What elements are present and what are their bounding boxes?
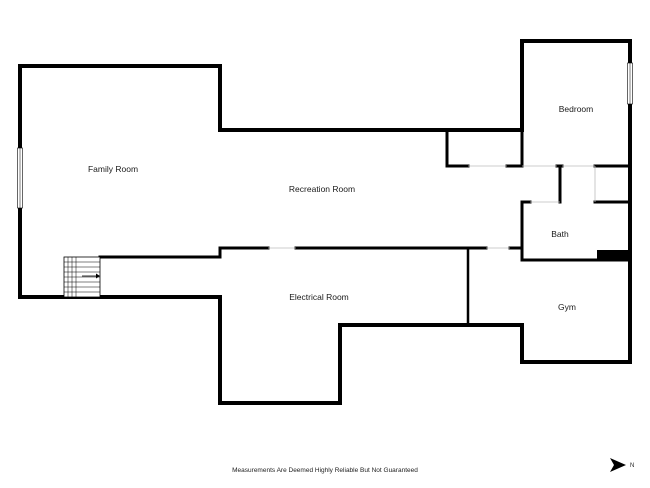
stair-direction-arrow-icon: [82, 273, 100, 279]
room-label-electrical-room: Electrical Room: [289, 292, 349, 302]
room-label-bath: Bath: [551, 229, 569, 239]
room-label-family-room: Family Room: [88, 164, 138, 174]
exterior-walls: [18, 39, 632, 405]
north-arrow-icon: N: [610, 458, 634, 472]
room-label-bedroom: Bedroom: [559, 104, 594, 114]
windows: [17, 62, 633, 209]
staircase: [63, 256, 101, 298]
bath-fixture: [597, 250, 630, 260]
interior-walls: [98, 128, 632, 327]
room-label-gym: Gym: [558, 302, 576, 312]
north-label: N: [630, 463, 634, 469]
door-openings: [268, 165, 596, 249]
disclaimer-text: Measurements Are Deemed Highly Reliable …: [232, 467, 418, 474]
room-label-recreation-room: Recreation Room: [289, 184, 355, 194]
